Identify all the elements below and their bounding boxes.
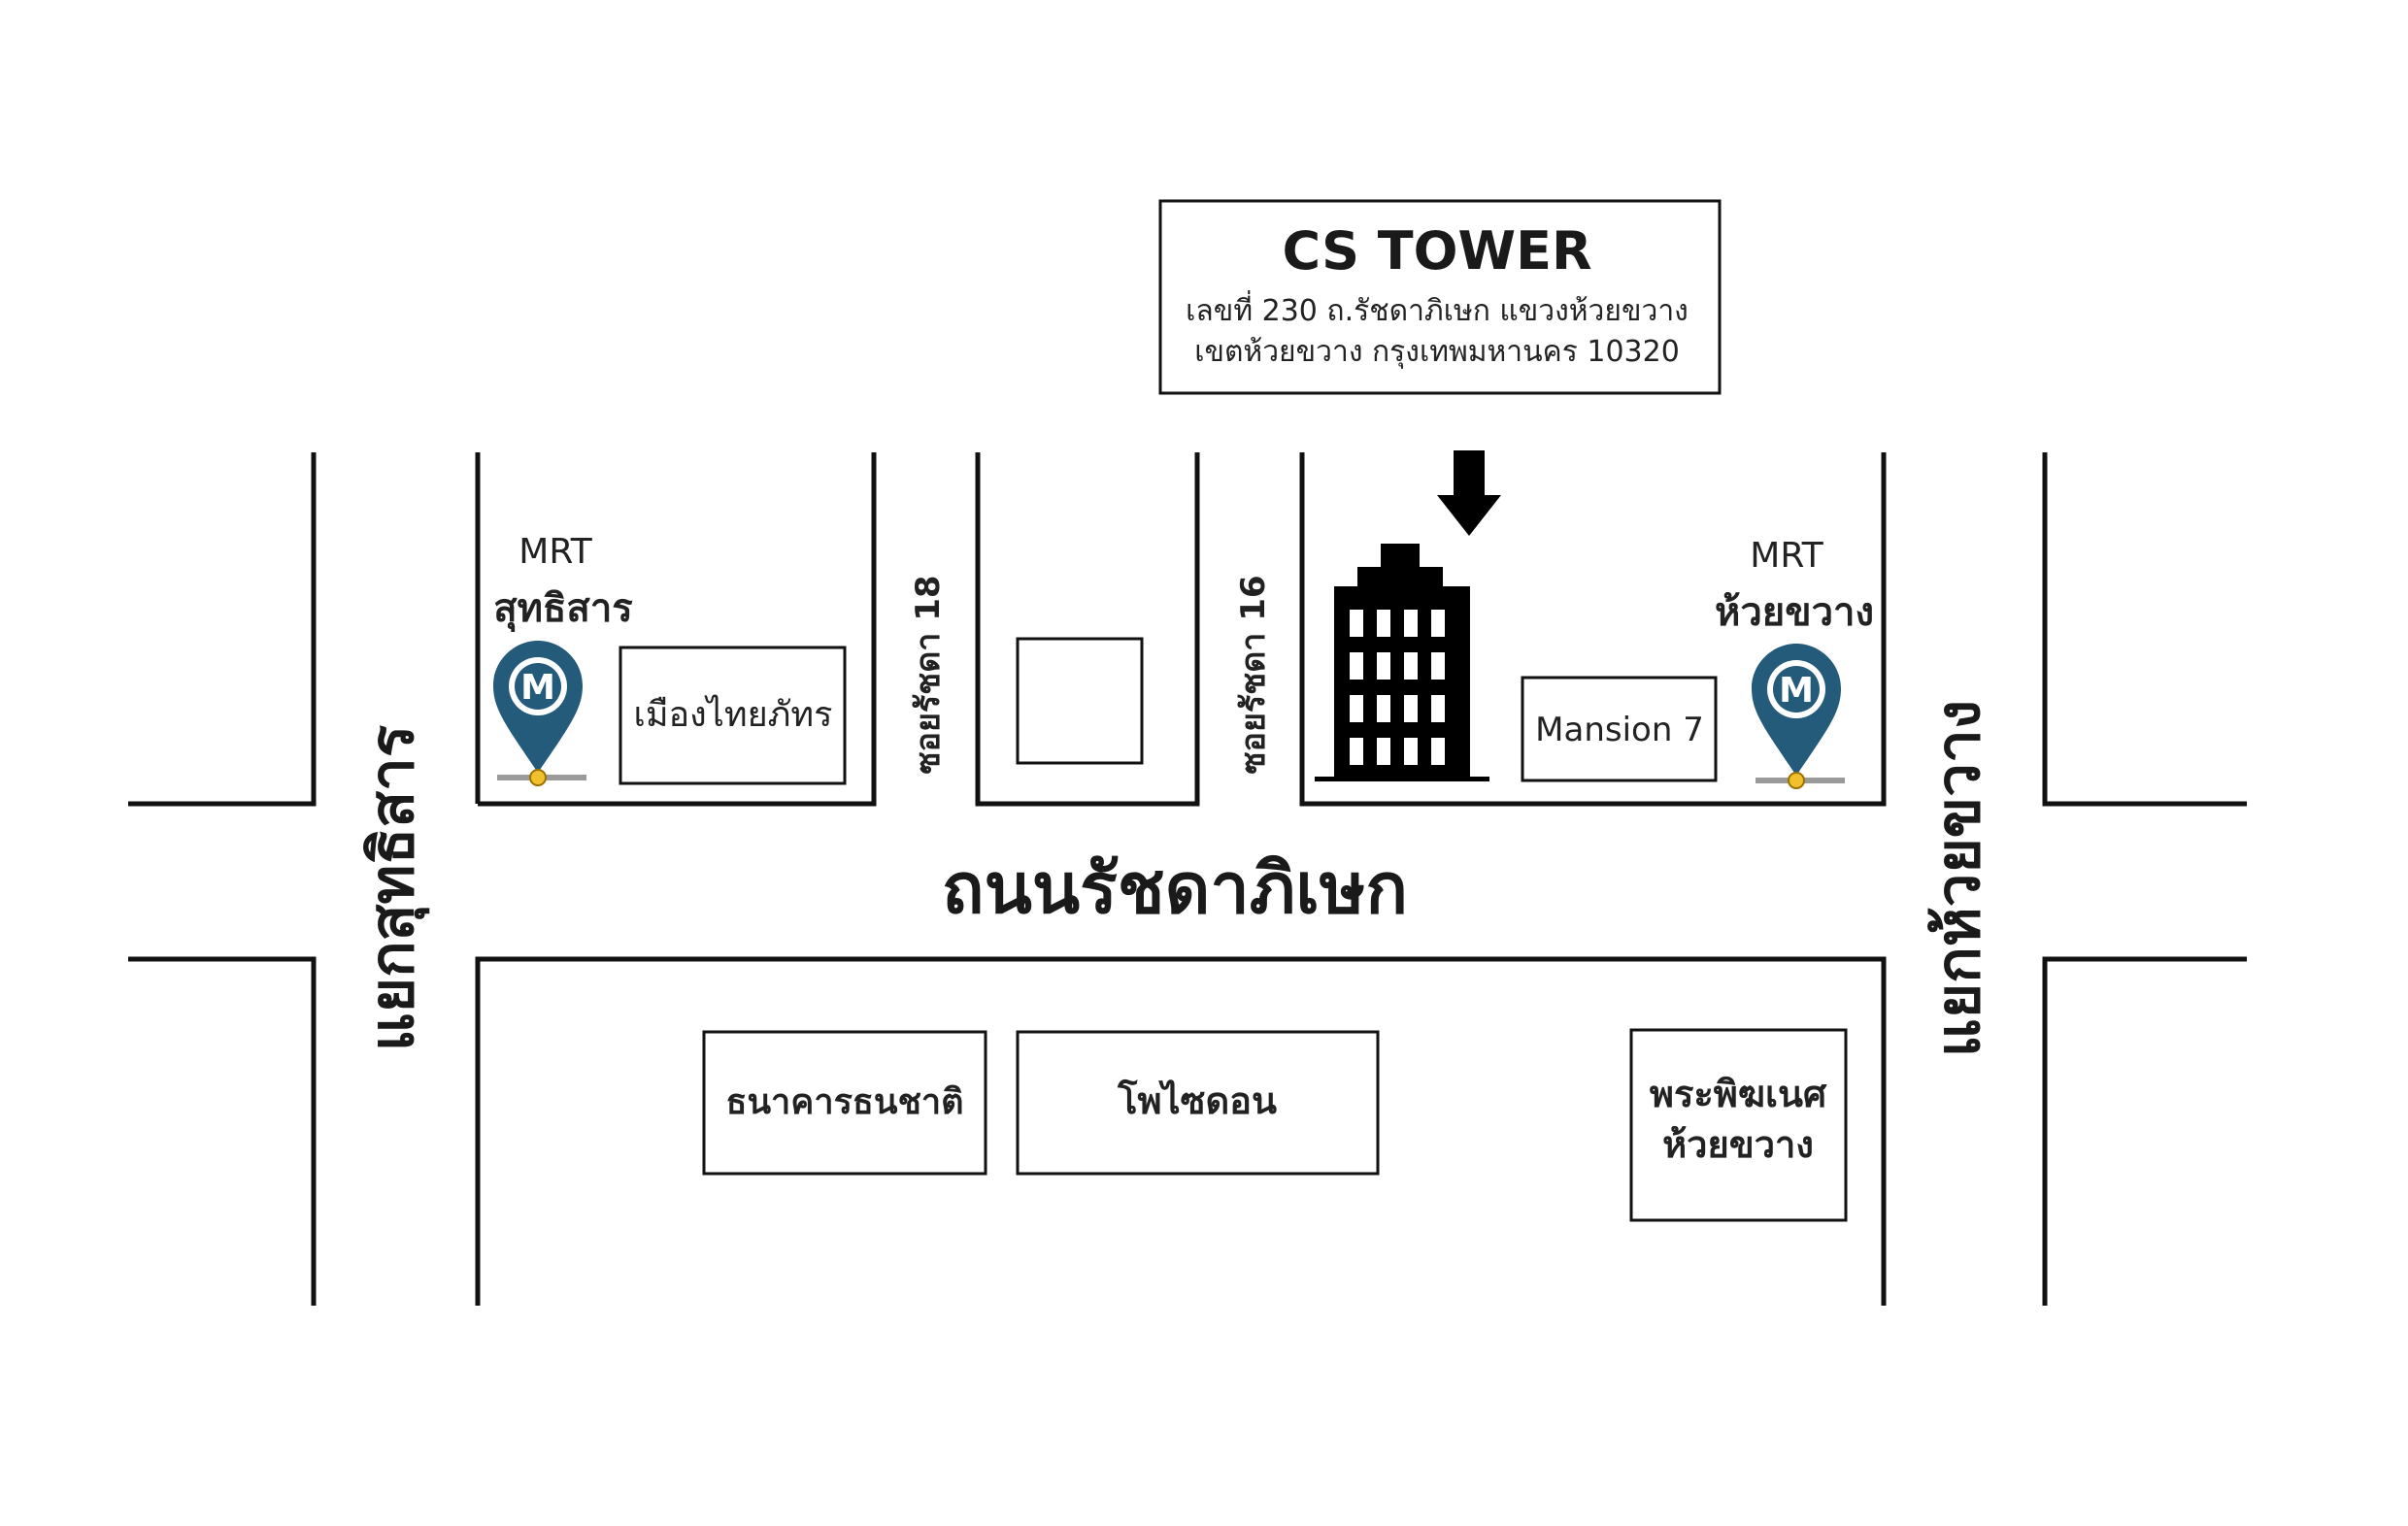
building-address-line2: เขตห้วยขวาง กรุงเทพมหานคร 10320 — [1194, 335, 1680, 370]
block-3-outline — [1299, 452, 1887, 807]
empty-block — [1016, 637, 1144, 765]
road-edge-far-right-lower — [2042, 956, 2247, 1306]
landmark-shrine-box — [1629, 1028, 1848, 1222]
soi-16-label: ซอยรัชดา 16 — [1234, 575, 1273, 774]
metro-pin-icon: M — [1752, 644, 1845, 789]
svg-text:M: M — [520, 668, 555, 708]
landmark-mansion-label: Mansion 7 — [1535, 711, 1704, 749]
block-1-outline — [478, 452, 877, 807]
metro-pin-icon: M — [493, 641, 586, 786]
landmark-bank-label: ธนาคารธนชาติ — [725, 1082, 963, 1122]
road-edge-lower — [475, 956, 1887, 1306]
road-edge-far-left-lower — [128, 956, 317, 1306]
right-intersection-label: แยกห้วยขวาง — [1923, 700, 1993, 1057]
soi-18-label: ซอยรัชดา 18 — [909, 575, 948, 774]
svg-text:M: M — [1779, 671, 1814, 711]
left-intersection-label: แยกสุทธิสาร — [356, 725, 429, 1051]
block-2-outline — [975, 452, 1200, 807]
office-building-icon — [1315, 544, 1489, 781]
landmark-muang-thai-box — [619, 646, 847, 785]
building-info-box — [1158, 199, 1722, 395]
building-address-line1: เลขที่ 230 ถ.รัชดาภิเษก แขวงห้วยขวาง — [1186, 290, 1689, 328]
landmark-shrine-label-line1: พระพิฆเนศ — [1650, 1073, 1827, 1115]
road-lines — [128, 452, 2247, 1306]
station-left-line: MRT — [518, 532, 592, 572]
arrow-down-icon — [1437, 450, 1501, 536]
road-edge-far-left — [128, 452, 317, 807]
station-left-name: สุทธิสาร — [493, 586, 633, 633]
station-right-line: MRT — [1750, 536, 1823, 576]
station-right-name: ห้วยขวาง — [1715, 590, 1874, 635]
landmark-mansion-box — [1521, 676, 1718, 782]
landmark-muang-thai-label: เมืองไทยภัทร — [634, 694, 833, 735]
landmark-bank-box — [702, 1030, 987, 1176]
landmark-shrine-label-line2: ห้วยขวาง — [1662, 1123, 1814, 1166]
main-road-label: ถนนรัชดาภิเษก — [942, 847, 1408, 929]
landmark-pizza-box — [1016, 1030, 1380, 1176]
building-name: CS TOWER — [1282, 220, 1591, 282]
road-edge-far-right — [2042, 452, 2247, 807]
landmark-pizza-label: โพไซดอน — [1117, 1078, 1277, 1122]
